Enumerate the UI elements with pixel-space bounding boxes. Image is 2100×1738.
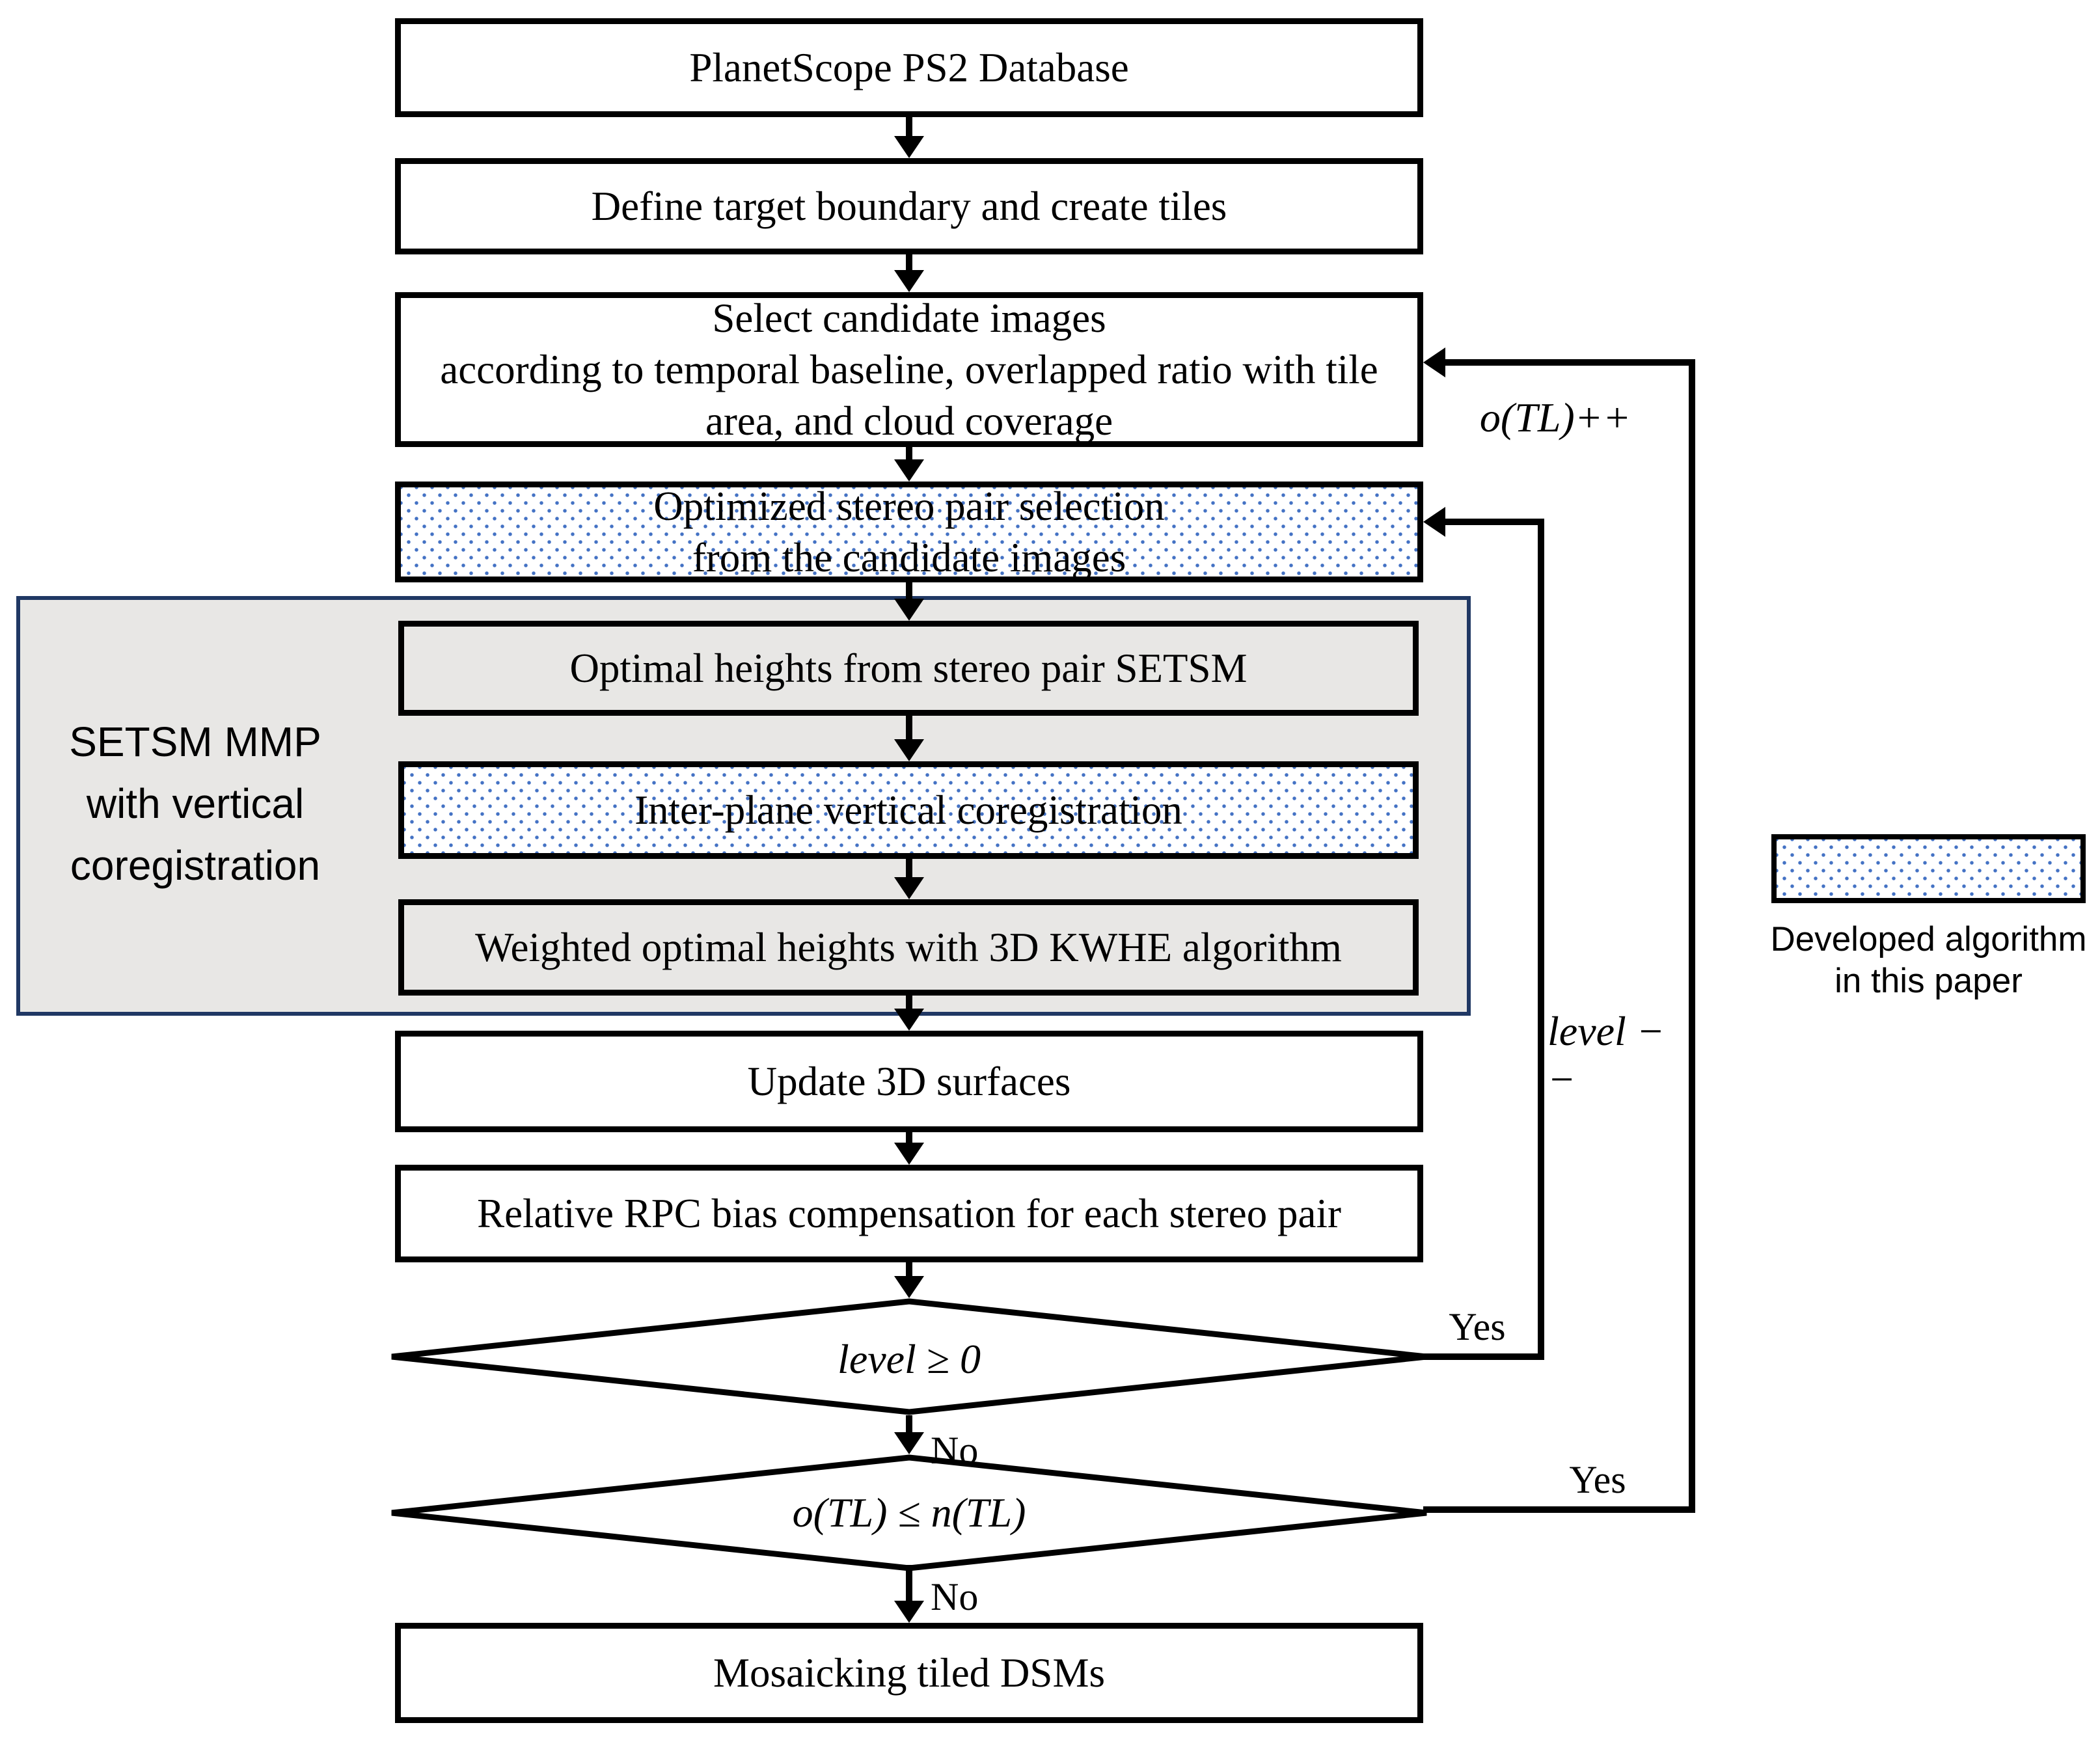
flow-box-interplane-coregistration: Inter-plane vertical coregistration [398,761,1419,859]
flow-box-define-tiles: Define target boundary and create tiles [395,158,1423,254]
arrow-update-rpc-head [894,1143,924,1165]
decision-level-label: level ≥ 0 [838,1336,981,1382]
arrow-rpc-level-shaft [906,1262,912,1276]
flow-box-mosaicking: Mosaicking tiled DSMs [395,1623,1423,1723]
arrow-interplane-weighted-head [894,877,924,899]
arrow-interplane-weighted-shaft [906,859,912,877]
loop-tile-arrow-head [1423,347,1445,377]
loop-level-vertical-line [1538,519,1544,1360]
arrow-tile-mosaicking-head [894,1601,924,1623]
arrow-weighted-update-shaft [906,996,912,1009]
arrow-weighted-update-head [894,1009,924,1031]
flow-box-rpc-compensation: Relative RPC bias compensation for each … [395,1165,1423,1262]
arrow-optimal-interplane-shaft [906,716,912,739]
legend-dotted-swatch [1771,834,2086,903]
flow-box-optimal-heights: Optimal heights from stereo pair SETSM [398,621,1419,716]
flow-box-planetscope: PlanetScope PS2 Database [395,18,1423,117]
arrow-level-tile-head [894,1432,924,1454]
loop-tile-top-line [1445,359,1695,366]
arrow-update-rpc-shaft [906,1132,912,1143]
edge-label-yes-level: Yes [1449,1305,1506,1348]
arrow-planetscope-define-head [894,136,924,158]
loop-tile-yes-bottom-line [1423,1506,1695,1513]
arrow-optimized-optimal-shaft [906,582,912,599]
arrow-select-optimized-head [894,459,924,482]
flow-box-optimized-selection: Optimized stereo pair selection from the… [395,482,1423,582]
setsm-group-label: SETSM MMP with vertical coregistration [69,718,321,889]
decision-diamond-level [391,1298,1427,1415]
arrow-tile-mosaicking-shaft [906,1565,912,1601]
edge-label-yes-tile: Yes [1569,1458,1626,1501]
decision-tile-label: o(TL) ≤ n(TL) [792,1489,1026,1536]
loop-level-yes-bottom-line [1423,1353,1544,1360]
loop-level-arrow-head [1423,507,1445,537]
loop-tile-vertical-line [1689,359,1695,1513]
edge-label-no-level: No [931,1429,979,1472]
arrow-define-select-head [894,270,924,292]
edge-label-level-decrement: level − − [1548,1008,1665,1102]
edge-label-no-tile: No [931,1575,979,1618]
flow-box-update-surfaces: Update 3D surfaces [395,1031,1423,1132]
arrow-planetscope-define-shaft [906,117,912,136]
arrow-define-select-shaft [906,254,912,270]
arrow-optimized-optimal-head [894,599,924,621]
legend-label: Developed algorithm in this paper [1770,920,2087,1000]
arrow-level-tile-shaft [906,1415,912,1432]
loop-level-top-line [1445,519,1544,525]
flow-box-weighted-heights: Weighted optimal heights with 3D KWHE al… [398,899,1419,996]
arrow-rpc-level-head [894,1276,924,1298]
flow-box-select-candidates: Select candidate images according to tem… [395,292,1423,447]
arrow-select-optimized-shaft [906,447,912,459]
arrow-optimal-interplane-head [894,739,924,761]
edge-label-otl-increment: o(TL)++ [1479,394,1631,441]
